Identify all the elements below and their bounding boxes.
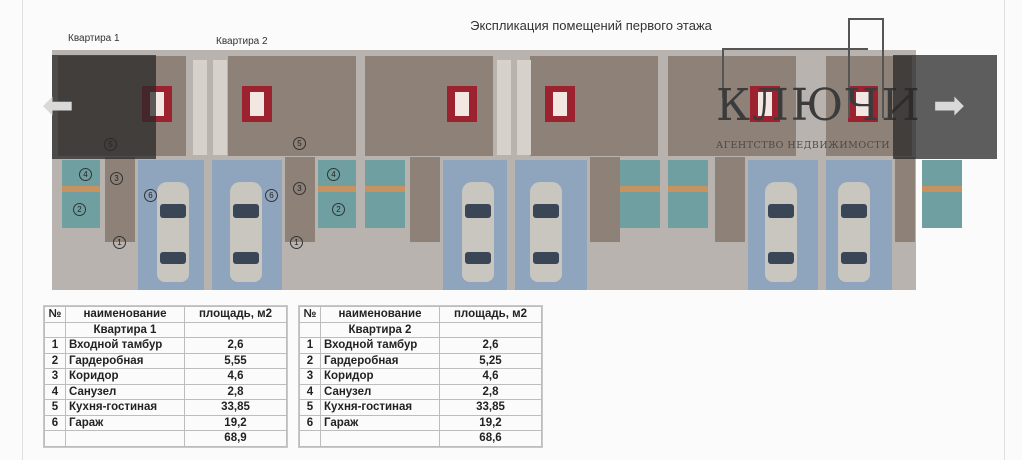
car-icon (765, 182, 797, 282)
arrow-right-icon: ➡ (933, 85, 965, 127)
car-icon (230, 182, 262, 282)
wardrobe-5 (668, 186, 708, 192)
unit-name: Квартира 1 (65, 321, 185, 338)
room-marker-2: 2 (73, 203, 86, 216)
dining-set-icon (242, 86, 272, 122)
bathroom-4 (620, 160, 660, 228)
car-icon (838, 182, 870, 282)
corridor-3 (410, 157, 440, 242)
total-row: 68,9 (44, 430, 287, 447)
header-area: площадь, м2 (184, 306, 287, 323)
room-marker-3: 3 (110, 172, 123, 185)
room-marker-4: 4 (327, 168, 340, 181)
room-marker-1: 1 (290, 236, 303, 249)
total-row: 68,6 (299, 430, 542, 447)
unit-name: Квартира 2 (320, 321, 440, 338)
corridor-2 (285, 157, 315, 242)
corridor-6 (895, 157, 915, 242)
dining-set-icon (447, 86, 477, 122)
dining-set-icon (848, 86, 878, 122)
kitchen-strip-3 (497, 60, 511, 155)
corridor-1 (105, 157, 135, 242)
frame-line-left (22, 0, 23, 460)
header-area: площадь, м2 (439, 306, 542, 323)
room-marker-1: 1 (113, 236, 126, 249)
wardrobe-2 (318, 186, 356, 192)
bathroom-3 (365, 160, 405, 228)
room-marker-6: 6 (265, 189, 278, 202)
room-marker-3: 3 (293, 182, 306, 195)
room-marker-6: 6 (144, 189, 157, 202)
unit-label-2: Квартира 2 (216, 36, 268, 47)
header-name: наименование (65, 306, 185, 323)
unit-label-1: Квартира 1 (68, 33, 120, 44)
header-no: № (299, 306, 321, 323)
room-marker-5: 5 (293, 137, 306, 150)
watermark-brand: КЛЮЧИ (716, 80, 922, 131)
next-image-button[interactable]: ➡ (893, 55, 997, 159)
watermark-frame (848, 18, 850, 118)
frame-line-right (1004, 0, 1005, 460)
car-icon (157, 182, 189, 282)
dining-set-icon (545, 86, 575, 122)
watermark-subtitle: АГЕНТСТВО НЕДВИЖИМОСТИ (716, 140, 891, 151)
room-marker-4: 4 (79, 168, 92, 181)
dining-set-icon (750, 86, 780, 122)
drawing-title: Экспликация помещений первого этажа (470, 18, 712, 33)
corridor-4 (590, 157, 620, 242)
car-icon (530, 182, 562, 282)
kitchen-strip-4 (517, 60, 531, 155)
header-no: № (44, 306, 66, 323)
kitchen-strip-1 (193, 60, 207, 155)
wardrobe-6 (922, 186, 962, 192)
prev-image-button[interactable]: ⬅ (42, 55, 156, 159)
total-area: 68,6 (439, 430, 542, 447)
wardrobe-1 (62, 186, 100, 192)
bathroom-5 (668, 160, 708, 228)
wardrobe-3 (365, 186, 405, 192)
watermark-frame (882, 18, 884, 118)
bathroom-6 (922, 160, 962, 228)
corridor-5 (715, 157, 745, 242)
car-icon (462, 182, 494, 282)
room-marker-2: 2 (332, 203, 345, 216)
wardrobe-4 (620, 186, 660, 192)
watermark-frame (848, 18, 884, 20)
watermark-frame (722, 48, 868, 50)
kitchen-strip-2 (213, 60, 227, 155)
watermark-frame (722, 48, 724, 98)
arrow-left-icon: ⬅ (42, 85, 74, 127)
total-area: 68,9 (184, 430, 287, 447)
header-name: наименование (320, 306, 440, 323)
